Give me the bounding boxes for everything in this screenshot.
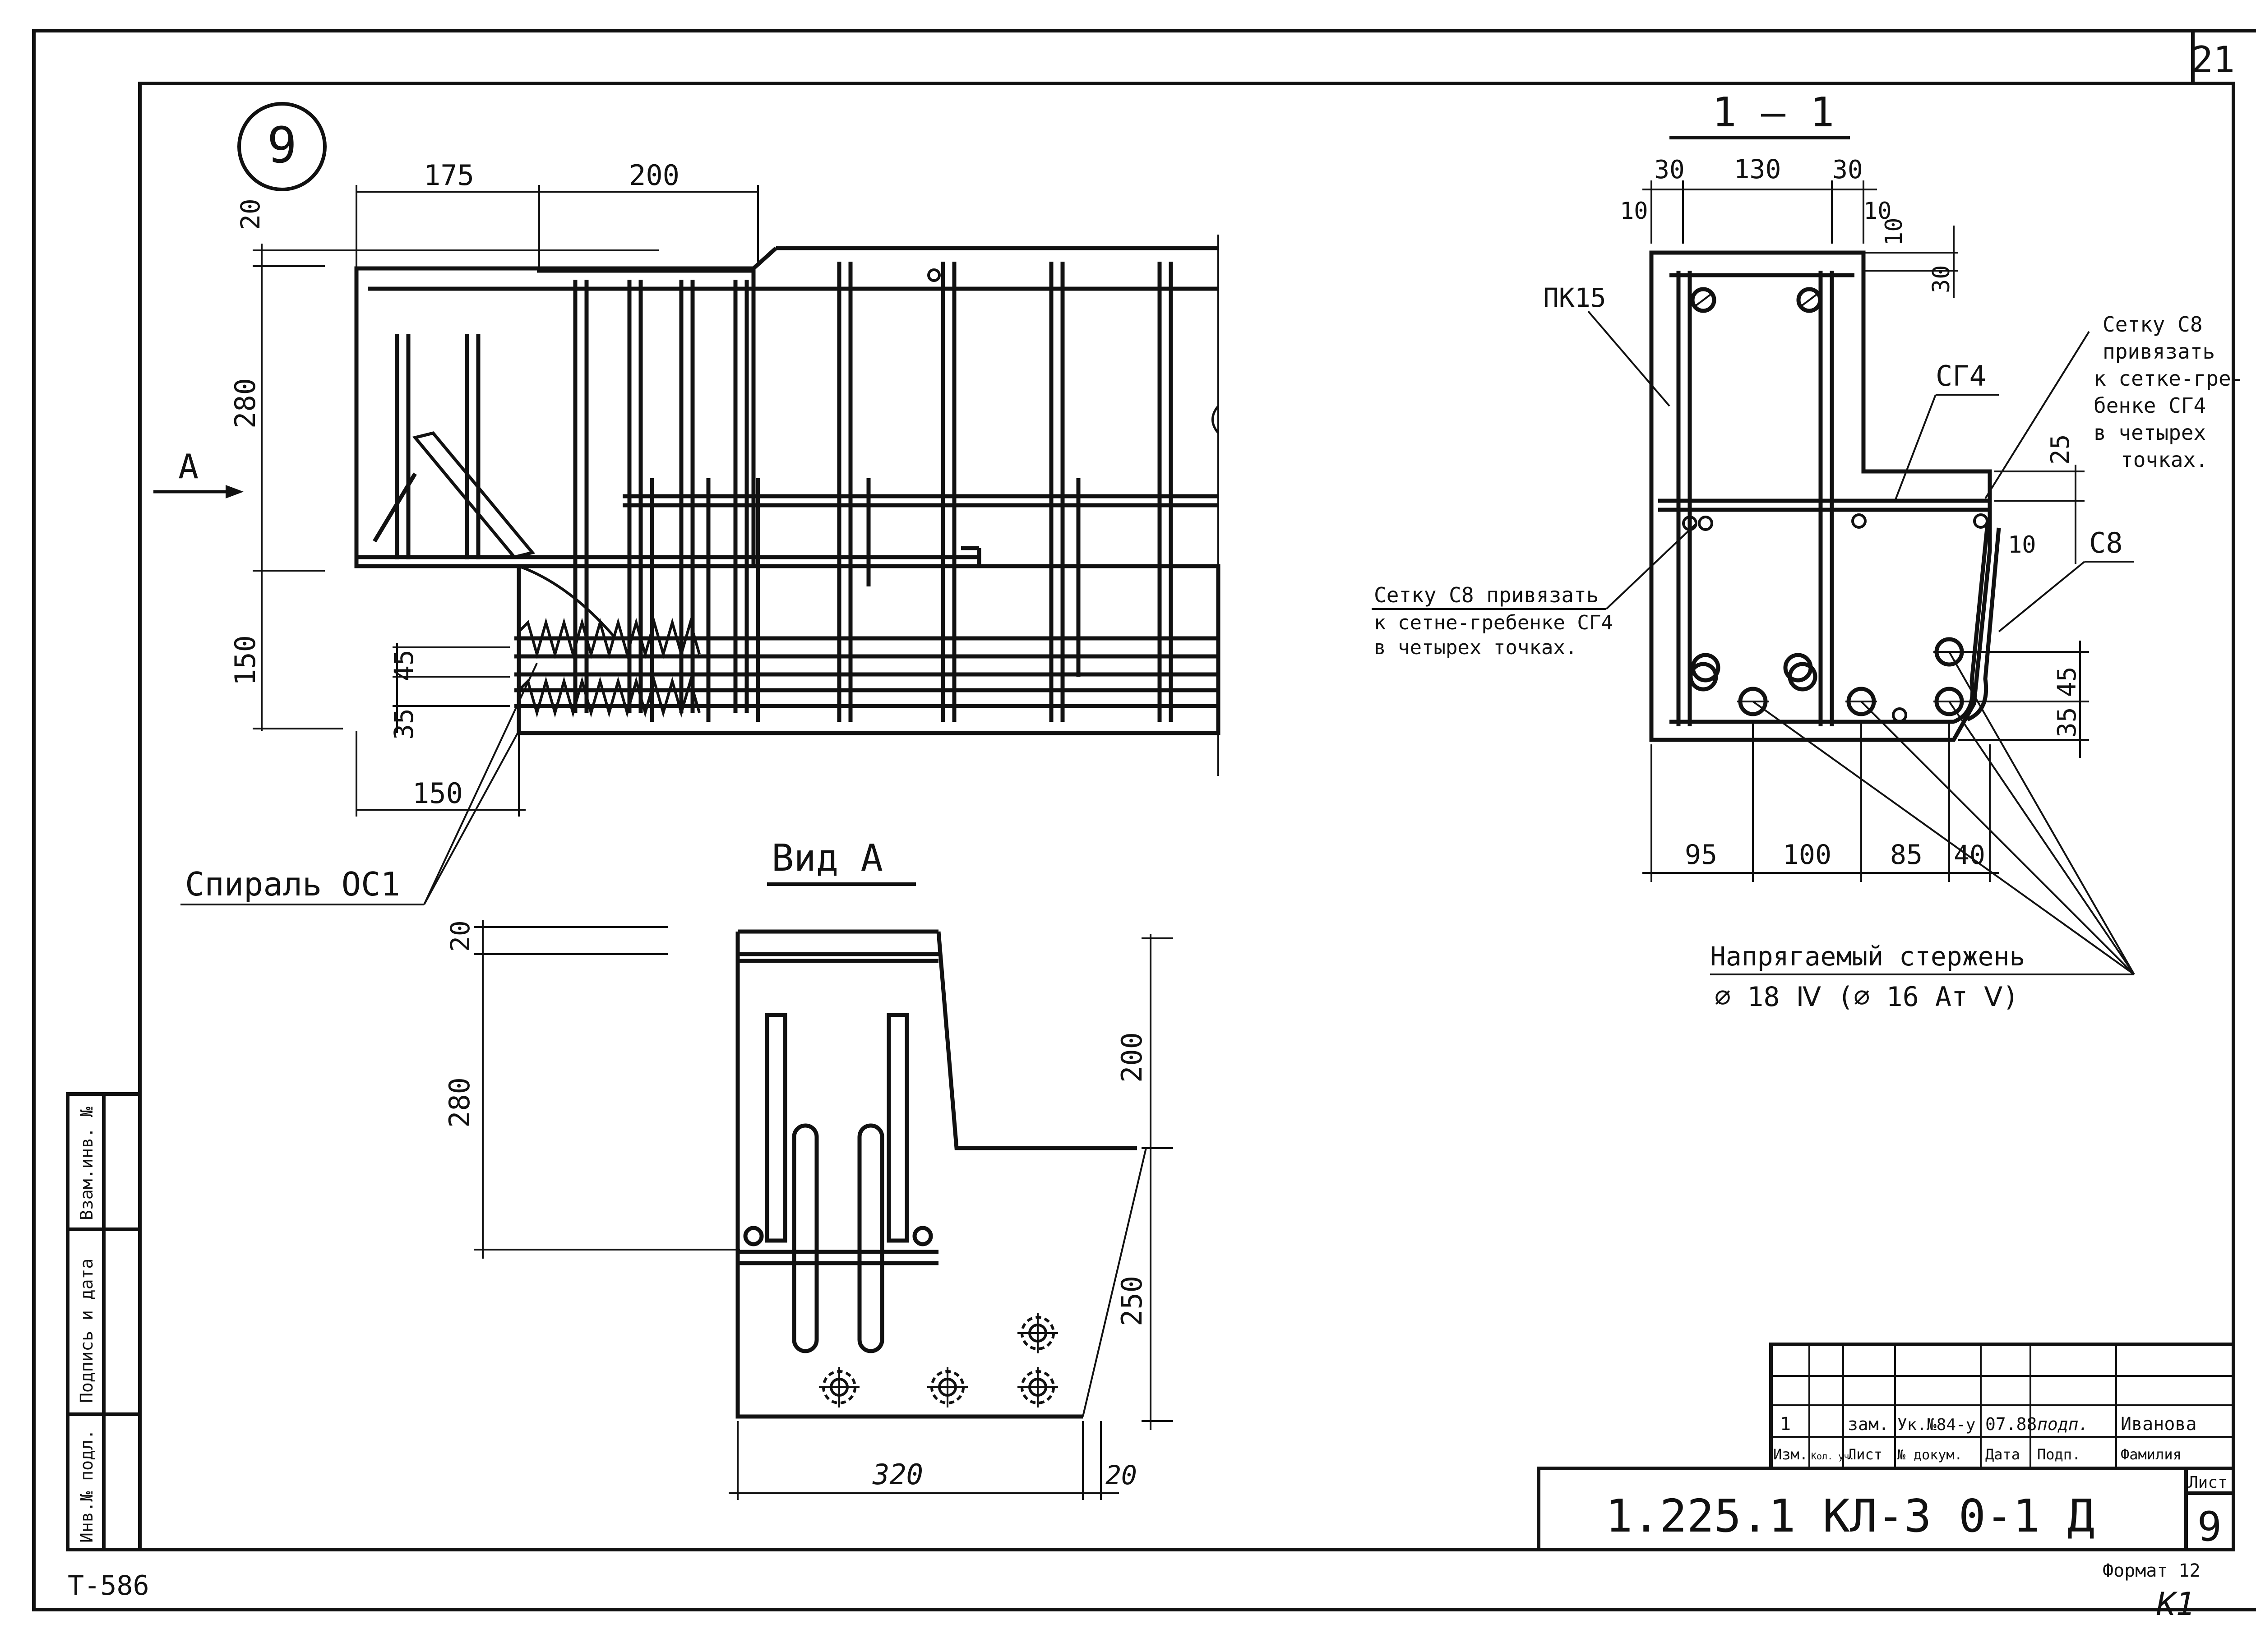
sheet-frame — [32, 29, 2256, 1611]
view-a-dim-200: 200 — [1115, 1032, 1148, 1083]
tb-sheet-number: 9 — [2197, 1503, 2222, 1550]
title-block: Лист 9 1.225.1 КЛ-3 0-1 Д 1 зам. Ук.№84-… — [1537, 1343, 2235, 1551]
sec-dim-35: 35 — [2053, 707, 2082, 738]
note-left-2: к сетне-гребенке СГ4 — [1374, 611, 1613, 634]
dim-150-left: 150 — [229, 635, 262, 686]
label-sg4: СГ4 — [1936, 360, 1986, 392]
label-c8: С8 — [2089, 526, 2123, 559]
hdr-list: Лист — [1848, 1446, 1882, 1463]
sec-dim-45: 45 — [2053, 667, 2082, 697]
view-a-dim-320: 320 — [872, 1458, 923, 1491]
sec-dim-95: 95 — [1685, 839, 1717, 871]
side-stamp-vzam: Взам.инв. № — [77, 1107, 97, 1220]
handwritten-note: К1 — [2156, 1586, 2195, 1623]
dim-150-bottom: 150 — [412, 777, 463, 810]
rev-sheet: зам. — [1848, 1414, 1889, 1434]
left-view: 175 200 20 280 150 45 35 150 А — [153, 159, 1220, 905]
sec-dim-25: 25 — [2046, 434, 2075, 465]
sec-dim-100: 100 — [1783, 839, 1831, 871]
hdr-izm: Изм. — [1773, 1446, 1808, 1463]
view-arrow-head — [226, 485, 244, 498]
hdr-sign: Подп. — [2037, 1446, 2080, 1463]
spiral-oc1 — [518, 618, 701, 718]
view-a-dim-280: 280 — [443, 1077, 476, 1128]
rev-doc: Ук.№84-у — [1897, 1416, 1975, 1434]
side-stamp-inv: Инв.№ подл. — [77, 1429, 97, 1543]
sec-dim-30a: 30 — [1654, 155, 1684, 185]
sec-dim-40: 40 — [1954, 840, 1985, 870]
format-label: Формат 12 — [2103, 1560, 2201, 1581]
side-stamp: Инв.№ подл. Подпись и дата Взам.инв. № — [66, 1092, 142, 1551]
bottom-left-code: Т-586 — [68, 1570, 149, 1601]
dim-20-left: 20 — [235, 198, 266, 230]
spiral-label: Спираль ОС1 — [185, 865, 400, 903]
note-left-3: в четырех точках. — [1374, 636, 1577, 659]
rev-num: 1 — [1780, 1414, 1791, 1435]
section-1-1: 1 — 1 30 130 30 10 10 10 30 — [1372, 89, 2243, 1013]
sec-dim-10b: 10 — [1863, 198, 1892, 225]
note-right-5: в четырех — [2094, 420, 2206, 445]
tb-sheet-label: Лист — [2188, 1473, 2228, 1492]
view-a-dim-20: 20 — [445, 920, 476, 952]
side-stamp-sign: Подпись и дата — [77, 1259, 97, 1403]
hdr-date: Дата — [1985, 1446, 2020, 1463]
note-right-6: точках. — [2121, 448, 2208, 472]
note-right-2: привязать — [2103, 339, 2215, 364]
sec-dim-10c: 10 — [2008, 531, 2036, 558]
dim-45-left: 45 — [388, 650, 419, 681]
view-a: Вид А 20 280 — [443, 837, 1173, 1500]
sec-dim-130: 130 — [1734, 154, 1781, 185]
hdr-name: Фамилия — [2121, 1446, 2182, 1463]
tendon-spec: ⌀ 18 Ⅳ (⌀ 16 Ат Ⅴ) — [1715, 981, 2019, 1013]
note-left: Сетку С8 привязать к сетне-гребенке СГ4 … — [1372, 522, 1697, 659]
view-arrow-label: А — [178, 447, 199, 486]
dim-35-left: 35 — [388, 708, 419, 740]
section-title: 1 — 1 — [1712, 89, 1835, 136]
detail-marker-circle — [237, 102, 327, 191]
tendon-label: Напрягаемый стержень — [1710, 941, 2025, 972]
hdr-doc: № докум. — [1897, 1447, 1963, 1463]
sec-dim-85: 85 — [1890, 839, 1923, 871]
label-pk15: ПК15 — [1543, 282, 1606, 313]
view-a-title: Вид А — [772, 837, 883, 880]
note-right-4: бенке СГ4 — [2094, 393, 2206, 418]
sec-dim-30r: 30 — [1928, 265, 1955, 293]
rev-date: 07.88 — [1985, 1414, 2037, 1434]
sec-dim-30b: 30 — [1832, 155, 1863, 185]
rev-name: Иванова — [2121, 1414, 2197, 1435]
page-number: 21 — [2191, 39, 2235, 81]
view-a-dim-20b: 20 — [1105, 1460, 1137, 1490]
dim-175: 175 — [424, 159, 474, 192]
sec-dim-10a: 10 — [1620, 198, 1648, 225]
sec-dim-10r: 10 — [1881, 217, 1908, 246]
tb-designation: 1.225.1 КЛ-3 0-1 Д — [1605, 1490, 2094, 1542]
detail-marker-number: 9 — [267, 116, 297, 174]
rev-sign: подп. — [2037, 1414, 2089, 1434]
note-right: Сетку С8 привязать к сетке-гре- бенке СГ… — [1984, 312, 2243, 499]
note-right-1: Сетку С8 — [2103, 312, 2203, 337]
hdr-kol: Кол. уч. — [1811, 1451, 1854, 1462]
view-a-dim-250: 250 — [1115, 1276, 1148, 1326]
dim-200-top: 200 — [629, 159, 680, 192]
note-right-3: к сетке-гре- — [2094, 366, 2243, 391]
dim-280-left: 280 — [229, 378, 262, 429]
tendon-symbols — [819, 1313, 1058, 1407]
note-left-1: Сетку С8 привязать — [1374, 583, 1599, 607]
